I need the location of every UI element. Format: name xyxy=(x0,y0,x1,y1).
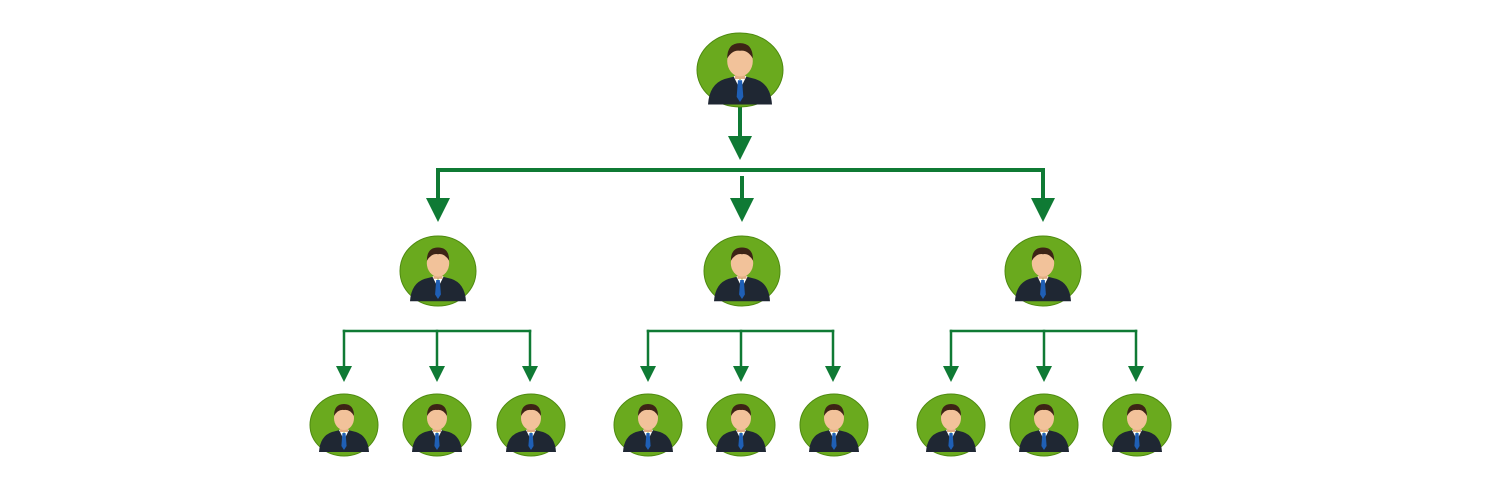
bottom-node xyxy=(1009,393,1079,457)
arrow-down-icon xyxy=(336,366,352,382)
arrow-down-icon xyxy=(825,366,841,382)
arrow-down-icon xyxy=(730,198,754,222)
arrow-down-icon xyxy=(640,366,656,382)
bottom-node xyxy=(799,393,869,457)
connector-layer xyxy=(336,106,1144,382)
arrow-down-icon xyxy=(522,366,538,382)
node-layer xyxy=(309,32,1172,457)
arrow-down-icon xyxy=(1031,198,1055,222)
arrow-down-icon xyxy=(943,366,959,382)
arrow-down-icon xyxy=(1128,366,1144,382)
middle-node xyxy=(399,235,477,307)
bottom-node xyxy=(613,393,683,457)
bottom-node xyxy=(402,393,472,457)
arrow-down-icon xyxy=(429,366,445,382)
bottom-node xyxy=(309,393,379,457)
top-node xyxy=(696,32,784,108)
bottom-node xyxy=(1102,393,1172,457)
middle-node xyxy=(703,235,781,307)
bottom-node xyxy=(496,393,566,457)
middle-node xyxy=(1004,235,1082,307)
bottom-node xyxy=(916,393,986,457)
arrow-down-icon xyxy=(1036,366,1052,382)
arrow-down-icon xyxy=(728,136,752,160)
arrow-down-icon xyxy=(733,366,749,382)
bottom-node xyxy=(706,393,776,457)
arrow-down-icon xyxy=(426,198,450,222)
